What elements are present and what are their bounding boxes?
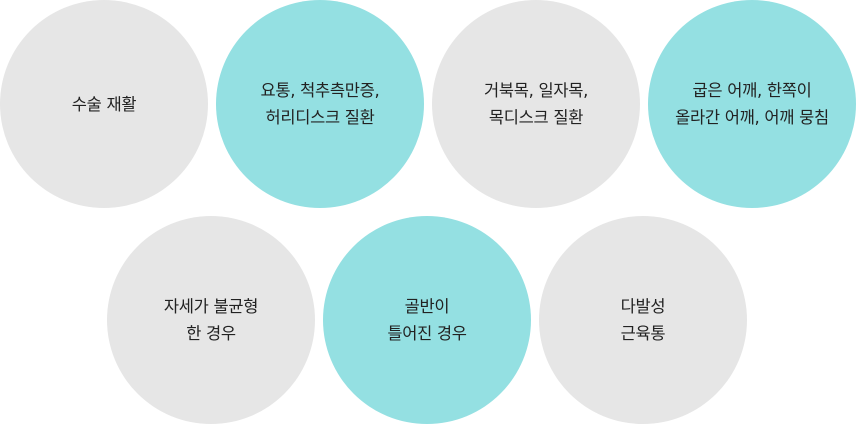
circle-label-line-1: 자세가 불균형 [163, 297, 259, 316]
circle-lower-back: 요통, 척추측만증, 허리디스크 질환 [216, 0, 424, 208]
circle-neck: 거북목, 일자목, 목디스크 질환 [432, 0, 640, 208]
circle-label-line-1: 거북목, 일자목, [483, 81, 589, 100]
circle-label-line-1: 요통, 척추측만증, [260, 81, 380, 100]
circle-posture-imbalance: 자세가 불균형 한 경우 [107, 216, 315, 424]
circle-label-line-2: 한 경우 [186, 324, 236, 343]
circle-label-line-2: 틀어진 경우 [387, 324, 467, 343]
circle-label-line-2: 올라간 어깨, 어깨 뭉침 [675, 108, 829, 127]
circle-label-line-1: 굽은 어깨, 한쪽이 [692, 81, 812, 100]
circle-label-line-2: 근육통 [620, 324, 666, 343]
circle-label-line-2: 목디스크 질환 [488, 108, 584, 127]
circle-label-line-1: 골반이 [404, 297, 450, 316]
circle-label-line-2: 허리디스크 질환 [265, 108, 375, 127]
circle-pelvis: 골반이 틀어진 경우 [323, 216, 531, 424]
circle-label-line-1: 수술 재활 [71, 94, 137, 114]
circle-shoulder: 굽은 어깨, 한쪽이 올라간 어깨, 어깨 뭉침 [648, 0, 856, 208]
circle-myalgia: 다발성 근육통 [539, 216, 747, 424]
circle-surgery-rehab: 수술 재활 [0, 0, 208, 208]
circle-label-line-1: 다발성 [620, 297, 666, 316]
